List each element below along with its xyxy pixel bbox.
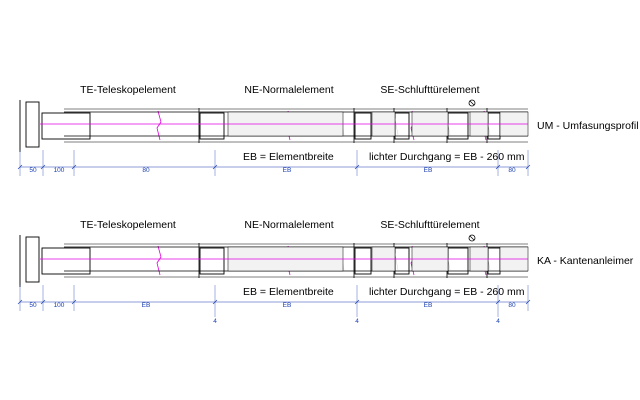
dim-se: EB bbox=[424, 302, 433, 309]
frame-profile bbox=[487, 112, 501, 140]
lock-icon bbox=[468, 234, 476, 242]
frame-profile bbox=[354, 247, 372, 275]
formula-se: lichter Durchgang = EB - 260 mm bbox=[369, 286, 525, 298]
ne-label: NE-Normalelement bbox=[244, 84, 333, 96]
lock-icon bbox=[468, 99, 476, 107]
lock-icon-stroke bbox=[469, 100, 475, 106]
telescope-profile bbox=[41, 247, 91, 275]
dim-te: EB bbox=[142, 302, 151, 309]
frame-profile bbox=[394, 112, 410, 140]
tick-label: 4 bbox=[213, 318, 217, 325]
frame-profile bbox=[447, 112, 469, 140]
dim-end: 80 bbox=[508, 302, 516, 309]
wall-block bbox=[25, 101, 40, 148]
frame-profile bbox=[447, 247, 469, 275]
dim-ne: EB bbox=[283, 167, 292, 174]
dim-50: 50 bbox=[29, 302, 37, 309]
frame-profile bbox=[394, 247, 410, 275]
side-label: UM - Umfasungsprofil bbox=[537, 120, 639, 132]
break-line bbox=[156, 110, 162, 141]
formula-ne: EB = Elementbreite bbox=[243, 286, 334, 298]
frame-profile bbox=[354, 112, 372, 140]
section-bottom: TE-Teleskopelement NE-Normalelement SE-S… bbox=[17, 219, 634, 325]
dim-ne: EB bbox=[283, 302, 292, 309]
dim-end: 80 bbox=[508, 167, 516, 174]
side-label: KA - Kantenanleimer bbox=[537, 255, 634, 267]
dim-se: EB bbox=[424, 167, 433, 174]
frame-profile bbox=[199, 247, 225, 275]
se-label: SE-Schlufttürelement bbox=[380, 84, 479, 96]
tick-label: 4 bbox=[496, 318, 500, 325]
tick-label: 4 bbox=[355, 318, 359, 325]
dim-100: 100 bbox=[54, 302, 65, 309]
dim-te: 80 bbox=[142, 167, 150, 174]
formula-ne: EB = Elementbreite bbox=[243, 151, 334, 163]
section-top: TE-Teleskopelement NE-Normalelement SE-S… bbox=[17, 84, 639, 176]
te-label: TE-Teleskopelement bbox=[80, 219, 176, 231]
ne-label: NE-Normalelement bbox=[244, 219, 333, 231]
dim-50: 50 bbox=[29, 167, 37, 174]
te-label: TE-Teleskopelement bbox=[80, 84, 176, 96]
break-line bbox=[156, 245, 162, 276]
dim-100: 100 bbox=[54, 167, 65, 174]
wall-block bbox=[25, 236, 40, 283]
se-label: SE-Schlufttürelement bbox=[380, 219, 479, 231]
frame-profile bbox=[199, 112, 225, 140]
telescope-profile bbox=[41, 112, 91, 140]
frame-profile bbox=[487, 247, 501, 275]
formula-se: lichter Durchgang = EB - 260 mm bbox=[369, 151, 525, 163]
lock-icon-stroke bbox=[469, 235, 475, 241]
